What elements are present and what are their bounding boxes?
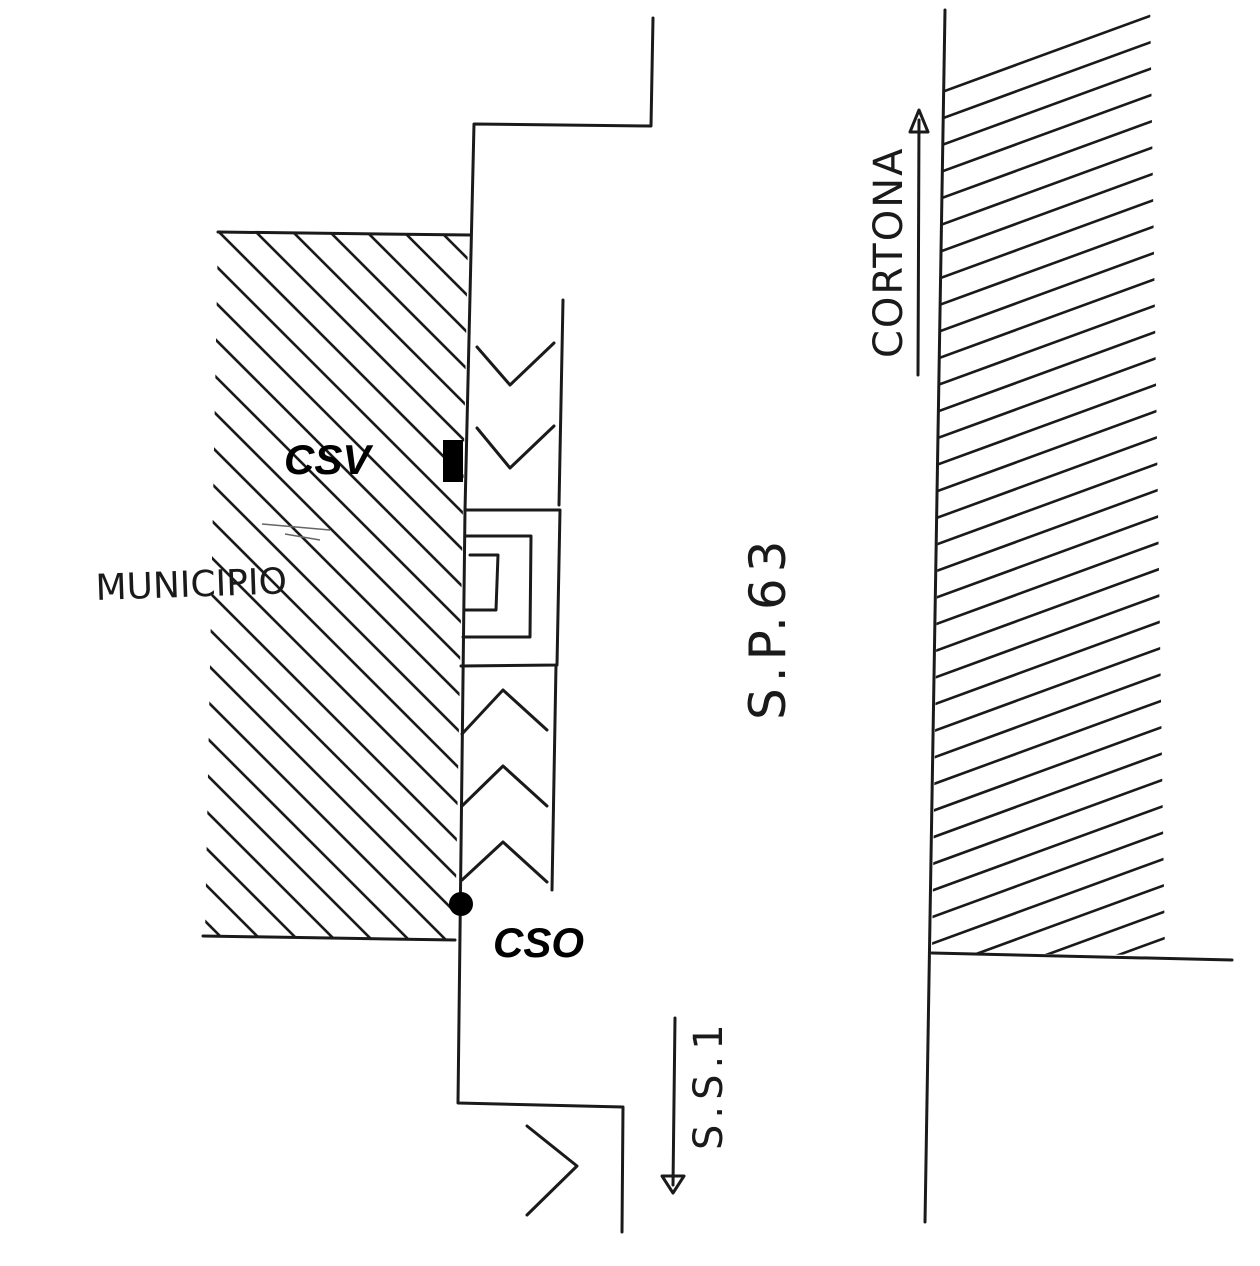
hatch-line: [932, 825, 1165, 923]
hatch-line: [205, 232, 468, 940]
hatch-line: [932, 454, 1165, 552]
hatch-line: [1186, 200, 1260, 980]
hatch-line: [932, 427, 1165, 526]
hatch-line: [1112, 200, 1260, 980]
hatch-line: [932, 295, 1165, 393]
csv-marker: [443, 440, 463, 482]
municipio-building-outline: [201, 230, 472, 942]
hatch-line: [333, 232, 468, 940]
hatch-line: [932, 692, 1165, 791]
hatch-line: [1223, 200, 1260, 980]
hatch-line: [205, 232, 468, 940]
hatch-line: [932, 3, 1165, 102]
hatch-line: [932, 719, 1165, 817]
hatch-line: [932, 904, 1165, 955]
hatch-line: [205, 232, 414, 940]
hatch-line: [594, 200, 1260, 980]
hatch-line: [205, 232, 468, 940]
hatch-line: [259, 232, 468, 940]
hatch-line: [932, 268, 1165, 367]
hatch-line: [205, 232, 340, 940]
hatch-line: [932, 401, 1165, 499]
hatch-line: [0, 200, 5, 980]
hatch-line: [932, 878, 1165, 955]
arrow-down-icon: [660, 1016, 686, 1195]
hatch-line: [932, 189, 1165, 287]
hatch-line: [631, 200, 1260, 980]
hatch-line: [932, 56, 1165, 155]
hatch-line: [932, 374, 1165, 473]
road-label-sp63: S.P.63: [739, 534, 797, 720]
hatch-line: [205, 232, 468, 940]
arrow-up-icon: [908, 108, 930, 377]
hatch-line: [932, 215, 1165, 314]
hatch-line: [932, 745, 1165, 844]
right-block-bottom-edge: [930, 951, 1234, 962]
hatch-line: [932, 931, 1165, 955]
parking-box-symbol: [459, 508, 562, 668]
hatch-line: [205, 232, 468, 940]
hatch-line: [932, 480, 1165, 579]
hatch-line: [932, 507, 1165, 605]
hatch-line: [222, 232, 468, 940]
hatch-line: [205, 232, 468, 940]
hatch-line: [932, 83, 1165, 181]
exit-chevron: [525, 1124, 579, 1217]
hatch-line: [205, 232, 377, 940]
hatch-line: [296, 232, 468, 940]
hatch-line: [932, 30, 1165, 128]
csv-label: CSV: [284, 436, 373, 483]
hatch-line: [742, 200, 1260, 980]
municipio-label-scribble: [261, 523, 331, 541]
hatch-line: [779, 200, 1260, 980]
hatch-line: [932, 560, 1165, 658]
left-road-edge: [456, 16, 655, 1234]
hatch-line: [1149, 200, 1260, 980]
hatch-line: [932, 851, 1165, 950]
hatch-line: [932, 586, 1165, 685]
hatch-line: [932, 772, 1165, 870]
hatch-line: [932, 162, 1165, 261]
hatch-line: [205, 232, 468, 940]
right-block-hatch: [932, 3, 1165, 955]
direction-label-cortona: CORTONA: [866, 147, 912, 359]
hatch-line: [1001, 200, 1260, 980]
chevron-marks-upper: [475, 341, 556, 470]
hatch-line: [205, 232, 451, 940]
right-road-edge: [923, 8, 947, 1224]
hatch-line: [205, 232, 468, 940]
hatch-line: [932, 242, 1165, 340]
cso-marker: [449, 892, 473, 916]
chevron-marks-lower: [460, 688, 549, 884]
hatch-line: [205, 232, 468, 940]
hatch-line: [932, 613, 1165, 711]
hatch-line: [0, 200, 42, 980]
hatch-line: [932, 533, 1165, 632]
lane-divider-line: [550, 298, 565, 892]
hatch-line: [205, 232, 468, 940]
hatch-line: [932, 798, 1165, 897]
hatch-line: [853, 200, 1260, 980]
hatch-line: [932, 639, 1165, 738]
hatch-line: [932, 321, 1165, 420]
hatch-line: [0, 200, 79, 980]
hatch-line: [205, 232, 468, 940]
municipio-label: MUNICIPIO: [95, 561, 288, 609]
hatch-line: [932, 666, 1165, 764]
hatch-line: [932, 136, 1165, 234]
hatch-line: [205, 232, 468, 940]
hatch-line: [932, 109, 1165, 208]
hatch-line: [890, 200, 1260, 980]
direction-label-ss1: S.S.1: [686, 1018, 732, 1150]
hatch-line: [932, 348, 1165, 446]
cso-label: CSO: [493, 919, 584, 966]
hatch-line: [205, 232, 468, 940]
